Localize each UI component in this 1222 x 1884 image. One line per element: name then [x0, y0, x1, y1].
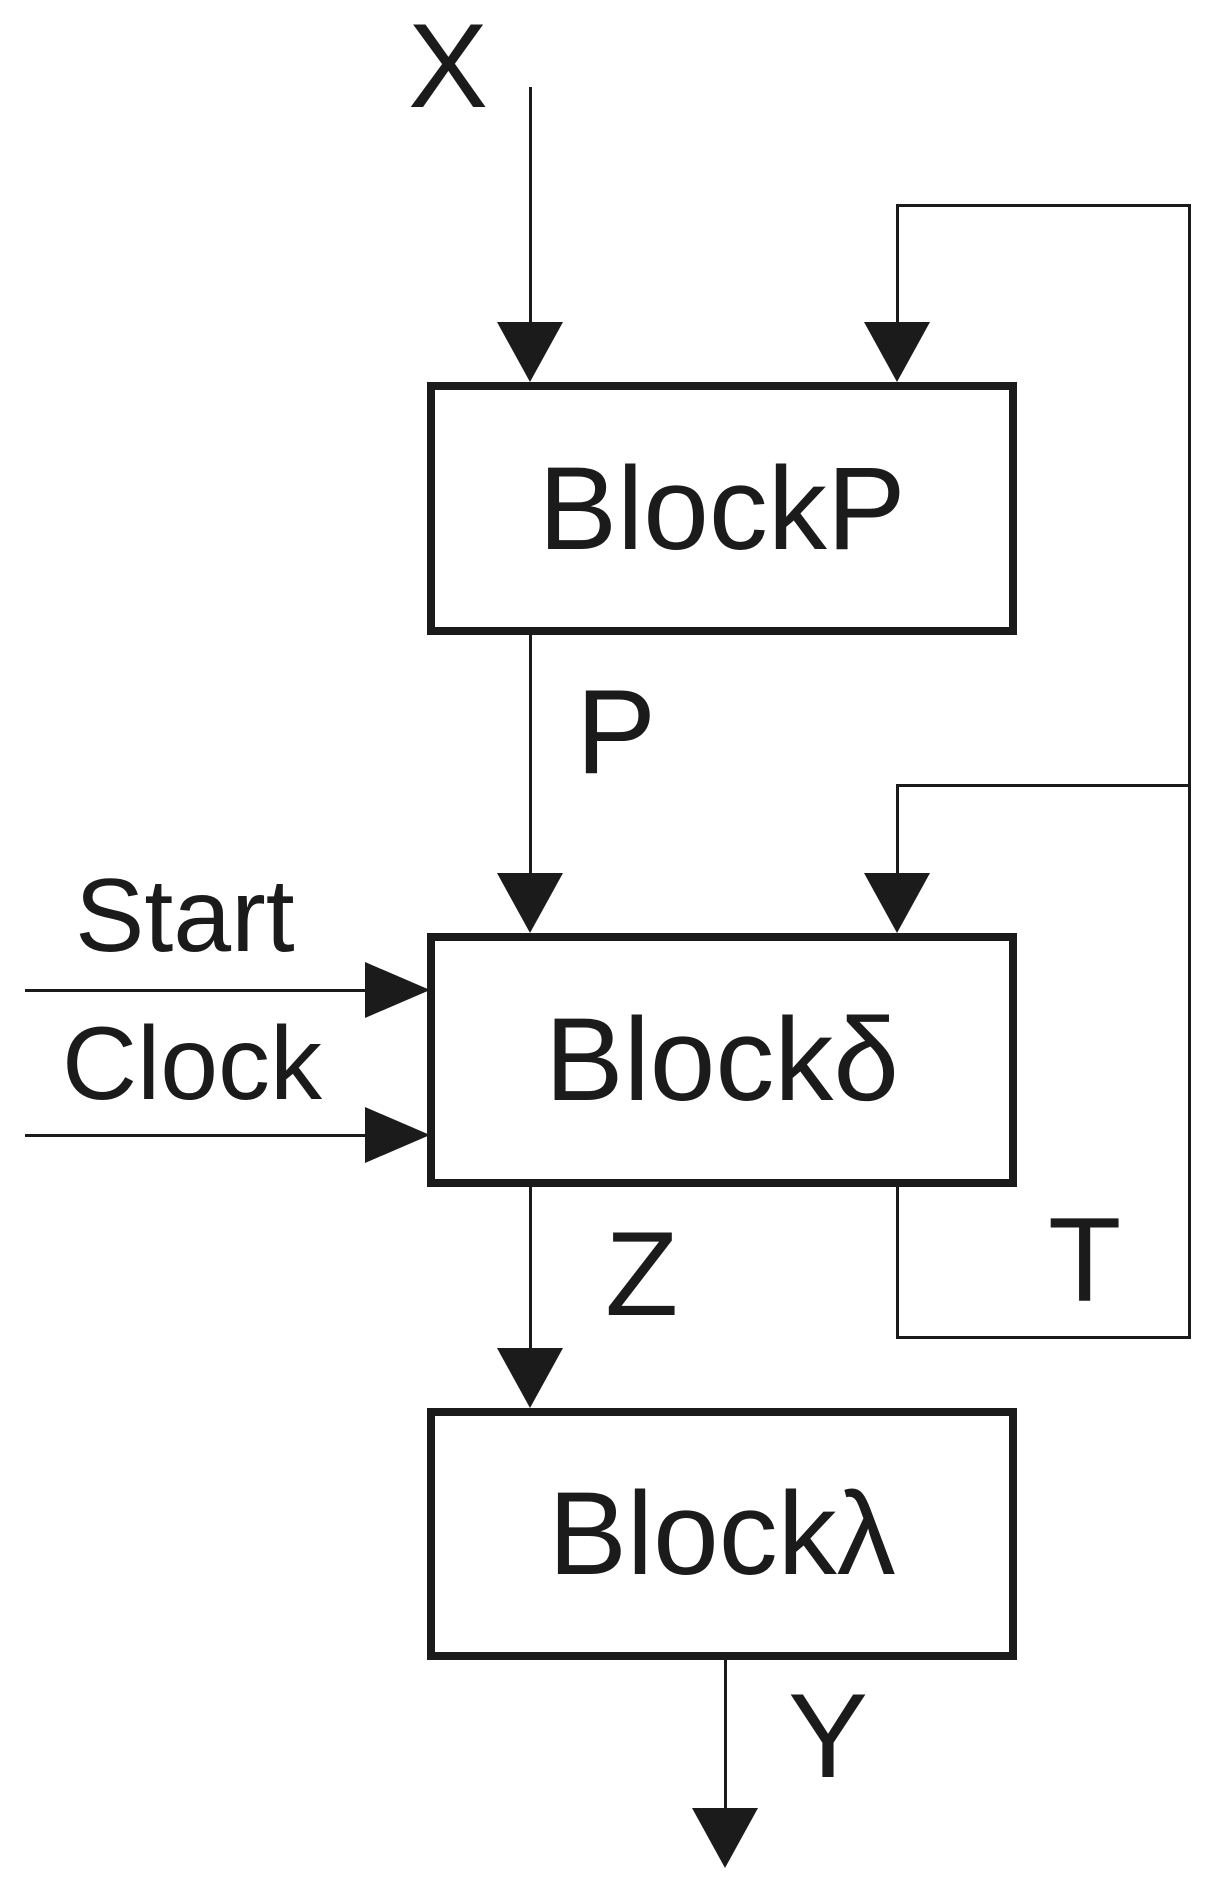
signal-label-y: Y [788, 1669, 869, 1803]
block-lambda-label: Blockλ [548, 1468, 896, 1600]
feedback-top-arrowhead-icon [864, 322, 930, 382]
y-output-arrowhead-icon [692, 1808, 758, 1868]
x-input-arrowhead-icon [497, 322, 563, 382]
start-input-line [25, 989, 375, 992]
clock-input-line [25, 1134, 375, 1137]
z-signal-line [529, 1187, 532, 1355]
block-p: BlockP [427, 382, 1017, 635]
feedback-mid-arrowhead-icon [864, 873, 930, 933]
y-output-line [724, 1660, 727, 1815]
signal-label-start: Start [75, 858, 295, 974]
feedback-mid-horizontal-line [896, 784, 1191, 787]
feedback-trunk-line [1188, 204, 1191, 1339]
p-signal-line [529, 635, 532, 880]
block-delta-label: Blockδ [544, 994, 900, 1126]
signal-label-p: P [576, 665, 657, 799]
block-p-label: BlockP [538, 442, 906, 575]
start-arrowhead-icon [365, 962, 430, 1018]
t-signal-vertical-line [896, 1187, 899, 1339]
feedback-top-horizontal-line [896, 204, 1191, 207]
feedback-mid-vertical-line [896, 784, 899, 880]
signal-label-t: T [1048, 1193, 1122, 1327]
p-signal-arrowhead-icon [497, 873, 563, 933]
signal-label-z: Z [605, 1207, 679, 1341]
x-input-line [529, 87, 532, 332]
feedback-top-vertical-line [896, 204, 899, 329]
signal-label-clock: Clock [62, 1006, 323, 1122]
block-lambda: Blockλ [427, 1408, 1017, 1660]
t-signal-horizontal-line [896, 1336, 1191, 1339]
clock-arrowhead-icon [365, 1107, 430, 1163]
signal-label-x: X [408, 0, 489, 133]
block-delta: Blockδ [427, 933, 1017, 1187]
z-signal-arrowhead-icon [497, 1348, 563, 1408]
